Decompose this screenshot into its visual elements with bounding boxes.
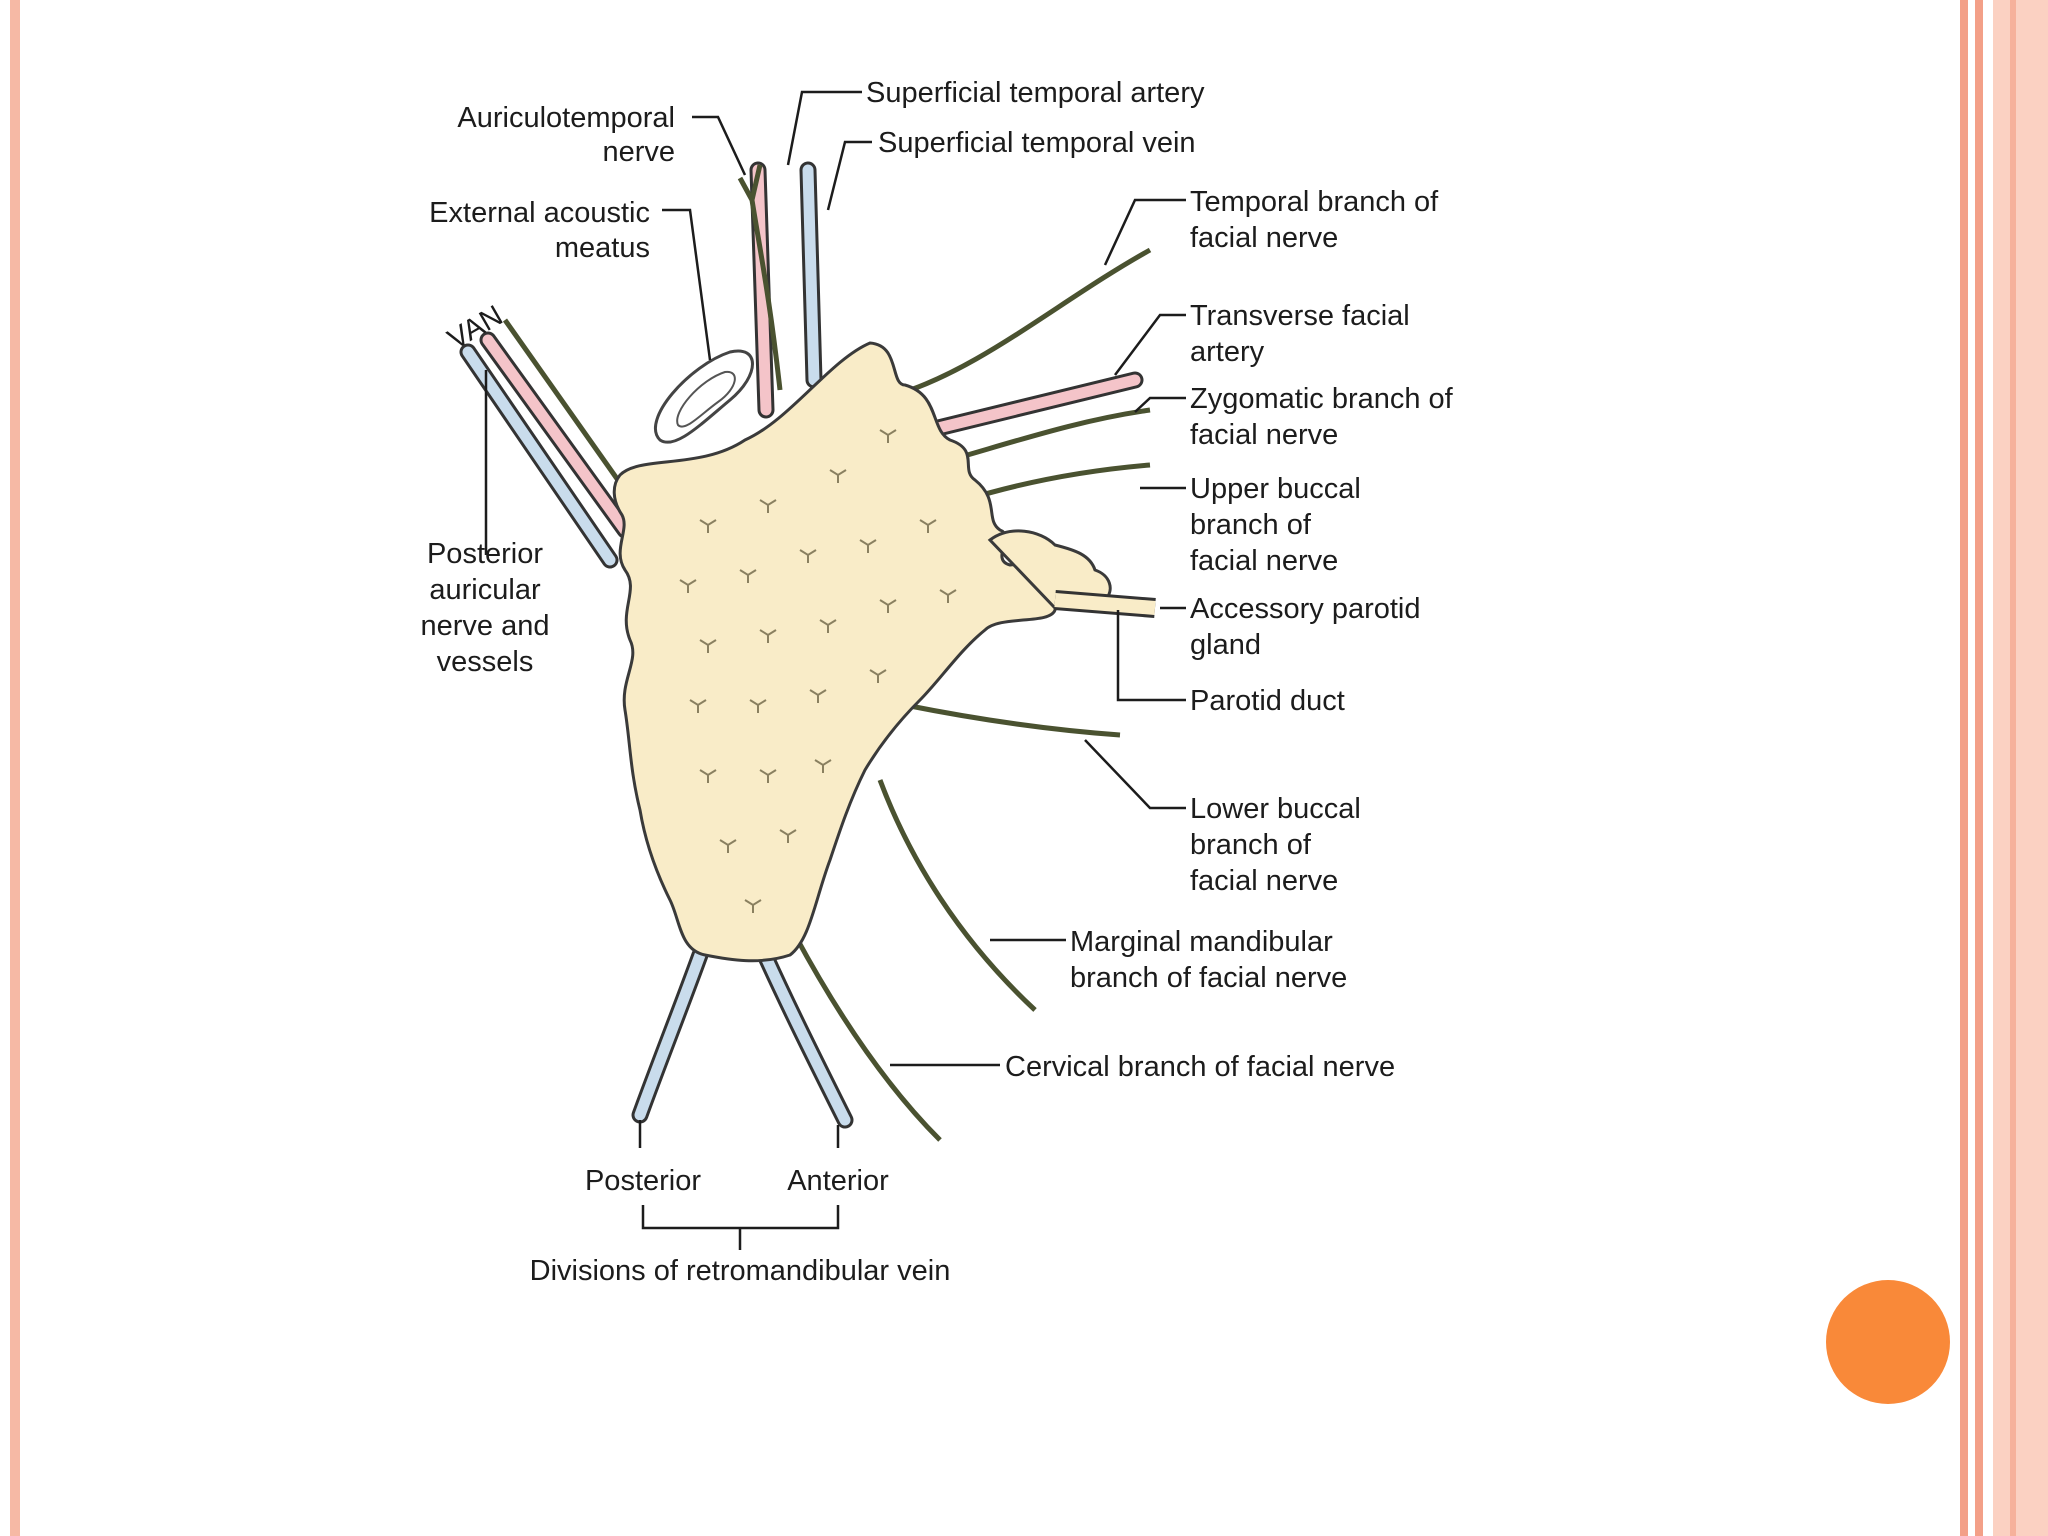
label-transverse-facial: artery <box>1190 336 1265 368</box>
label-marginal-mandibular: branch of facial nerve <box>1070 962 1347 994</box>
transverse-facial-artery <box>921 371 1144 439</box>
label-marginal-mandibular: Marginal mandibular <box>1070 926 1333 958</box>
label-posterior-auricular: vessels <box>437 646 534 678</box>
label-posterior-auricular: nerve and <box>421 610 550 642</box>
retromandibular-divisions <box>631 946 854 1129</box>
posterior-auricular-vessels <box>459 318 635 569</box>
label-lower-buccal: facial nerve <box>1190 865 1338 897</box>
label-posterior-auricular: Posterior <box>427 538 543 570</box>
label-accessory-parotid: gland <box>1190 629 1261 661</box>
external-acoustic-meatus <box>653 349 754 444</box>
label-upper-buccal: Upper buccal <box>1190 473 1361 505</box>
label-temporal-branch: Temporal branch of <box>1190 186 1439 218</box>
label-lower-buccal: Lower buccal <box>1190 793 1361 825</box>
leader-lines <box>484 90 1186 1250</box>
label-posterior-division: Posterior <box>585 1165 701 1197</box>
slide-frame-right-line <box>1960 0 1968 1536</box>
label-transverse-facial: Transverse facial <box>1190 300 1410 332</box>
label-auriculotemporal: Auriculotemporal <box>457 102 675 134</box>
label-ext-acoustic: External acoustic <box>429 197 650 229</box>
accent-dot <box>1826 1280 1950 1404</box>
label-zygomatic-branch: Zygomatic branch of <box>1190 383 1454 415</box>
labels: Auriculotemporal nerve Superficial tempo… <box>421 77 1454 1287</box>
label-anterior-division: Anterior <box>787 1165 889 1197</box>
parotid-gland <box>612 341 1156 963</box>
label-upper-buccal: facial nerve <box>1190 545 1338 577</box>
slide-frame-right-line <box>2010 0 2016 1536</box>
label-parotid-duct: Parotid duct <box>1190 685 1345 717</box>
superficial-temporal-vessels <box>737 161 823 419</box>
label-upper-buccal: branch of <box>1190 509 1312 541</box>
slide-frame-right-line <box>1975 0 1983 1536</box>
slide-frame-left <box>10 0 20 1536</box>
label-lower-buccal: branch of <box>1190 829 1312 861</box>
label-sup-temp-artery: Superficial temporal artery <box>866 77 1205 109</box>
label-cervical-branch: Cervical branch of facial nerve <box>1005 1051 1395 1083</box>
label-ext-acoustic: meatus <box>555 232 650 264</box>
label-divisions-retromandibular: Divisions of retromandibular vein <box>530 1255 951 1287</box>
label-posterior-auricular: auricular <box>429 574 541 606</box>
label-zygomatic-branch: facial nerve <box>1190 419 1338 451</box>
label-accessory-parotid: Accessory parotid <box>1190 593 1421 625</box>
label-auriculotemporal: nerve <box>602 136 675 168</box>
slide-frame-right-band <box>1993 0 2048 1536</box>
label-sup-temp-vein: Superficial temporal vein <box>878 127 1196 159</box>
label-temporal-branch: facial nerve <box>1190 222 1338 254</box>
